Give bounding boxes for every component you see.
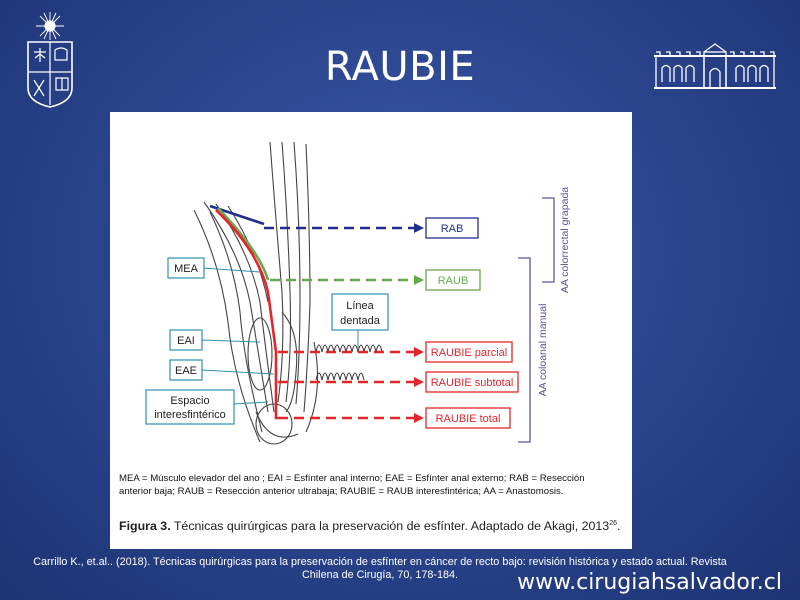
figure-caption: Figura 3. Técnicas quirúrgicas para la p… bbox=[119, 519, 629, 533]
target-raubie-total: RAUBIE total bbox=[436, 413, 501, 425]
dentate-line-squiggle-2 bbox=[316, 373, 364, 380]
bracket-label-grapada: AA colorrectal grapada bbox=[559, 187, 571, 293]
bracket-grapada bbox=[542, 198, 554, 282]
label-mea: MEA bbox=[174, 263, 199, 275]
website-url: www.cirugiahsalvador.cl bbox=[517, 570, 782, 595]
surgery-diagram: MEA EAI EAE Espacio interesfintérico Lín… bbox=[110, 112, 632, 472]
slide-title: RAUBIE bbox=[0, 44, 800, 90]
label-espacio-line2: interesfintérico bbox=[154, 409, 226, 421]
label-espacio-line1: Espacio bbox=[170, 395, 209, 407]
caption-end: . bbox=[617, 519, 620, 533]
bracket-manual bbox=[518, 258, 530, 442]
citation-line1: Carrillo K., et.al.. (2018). Técnicas qu… bbox=[20, 556, 740, 569]
figure-panel: MEA EAI EAE Espacio interesfintérico Lín… bbox=[110, 112, 632, 549]
target-raubie-subtotal: RAUBIE subtotal bbox=[431, 377, 514, 389]
figure-legend: MEA = Músculo elevador del ano ; EAI = E… bbox=[119, 472, 619, 498]
target-rab: RAB bbox=[441, 223, 464, 235]
label-eai: EAI bbox=[177, 335, 195, 347]
bracket-label-manual: AA coloanal manual bbox=[537, 304, 549, 397]
target-raub: RAUB bbox=[438, 275, 469, 287]
caption-text: Técnicas quirúrgicas para la preservació… bbox=[171, 519, 610, 533]
caption-label: Figura 3. bbox=[119, 519, 171, 533]
caption-ref: 26 bbox=[609, 520, 617, 527]
label-linea-line2: dentada bbox=[340, 315, 381, 327]
label-linea-line1: Línea bbox=[346, 300, 374, 312]
label-eae: EAE bbox=[175, 365, 197, 377]
target-raubie-parcial: RAUBIE parcial bbox=[431, 347, 507, 359]
